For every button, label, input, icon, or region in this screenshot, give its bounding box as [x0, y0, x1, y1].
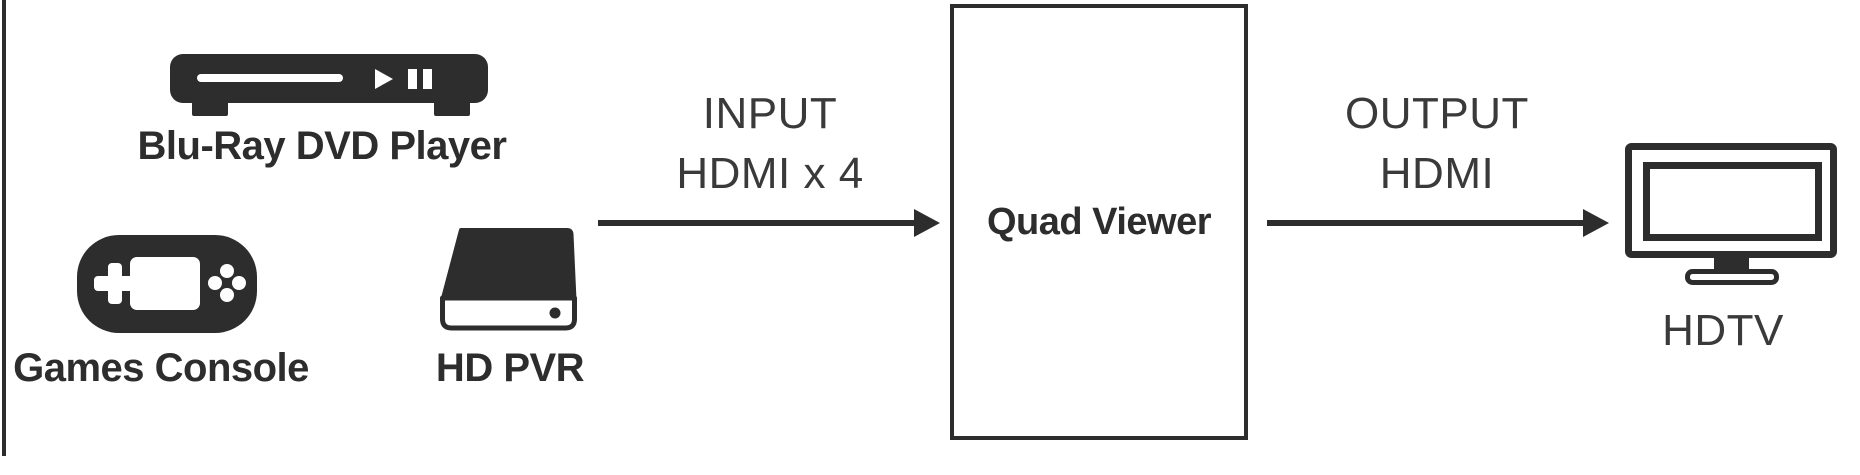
output-arrow: [1267, 209, 1609, 237]
input-arrow-shaft: [598, 220, 918, 226]
games-console-label: Games Console: [13, 346, 309, 390]
output-connection-label: OUTPUT HDMI: [1345, 84, 1529, 204]
blu-ray-player-label: Blu-Ray DVD Player: [137, 124, 507, 168]
output-label-line2: HDMI: [1379, 149, 1495, 198]
games-console-icon: [77, 235, 257, 333]
input-label-line2: HDMI x 4: [676, 149, 864, 198]
output-arrow-head: [1583, 209, 1609, 237]
hd-pvr-label: HD PVR: [435, 346, 585, 390]
quad-viewer-label: Quad Viewer: [986, 200, 1212, 243]
hd-pvr-icon: [440, 228, 577, 331]
hdtv-label: HDTV: [1662, 306, 1784, 355]
input-arrow-head: [914, 209, 940, 237]
quad-viewer-box: Quad Viewer: [950, 4, 1248, 440]
input-arrow: [598, 209, 940, 237]
left-border-line: [2, 0, 6, 456]
output-label-line1: OUTPUT: [1345, 89, 1529, 138]
blu-ray-player-icon: [170, 54, 488, 118]
input-label-line1: INPUT: [702, 89, 838, 138]
input-connection-label: INPUT HDMI x 4: [676, 84, 863, 204]
output-arrow-shaft: [1267, 220, 1587, 226]
hdtv-icon: [1623, 141, 1839, 287]
